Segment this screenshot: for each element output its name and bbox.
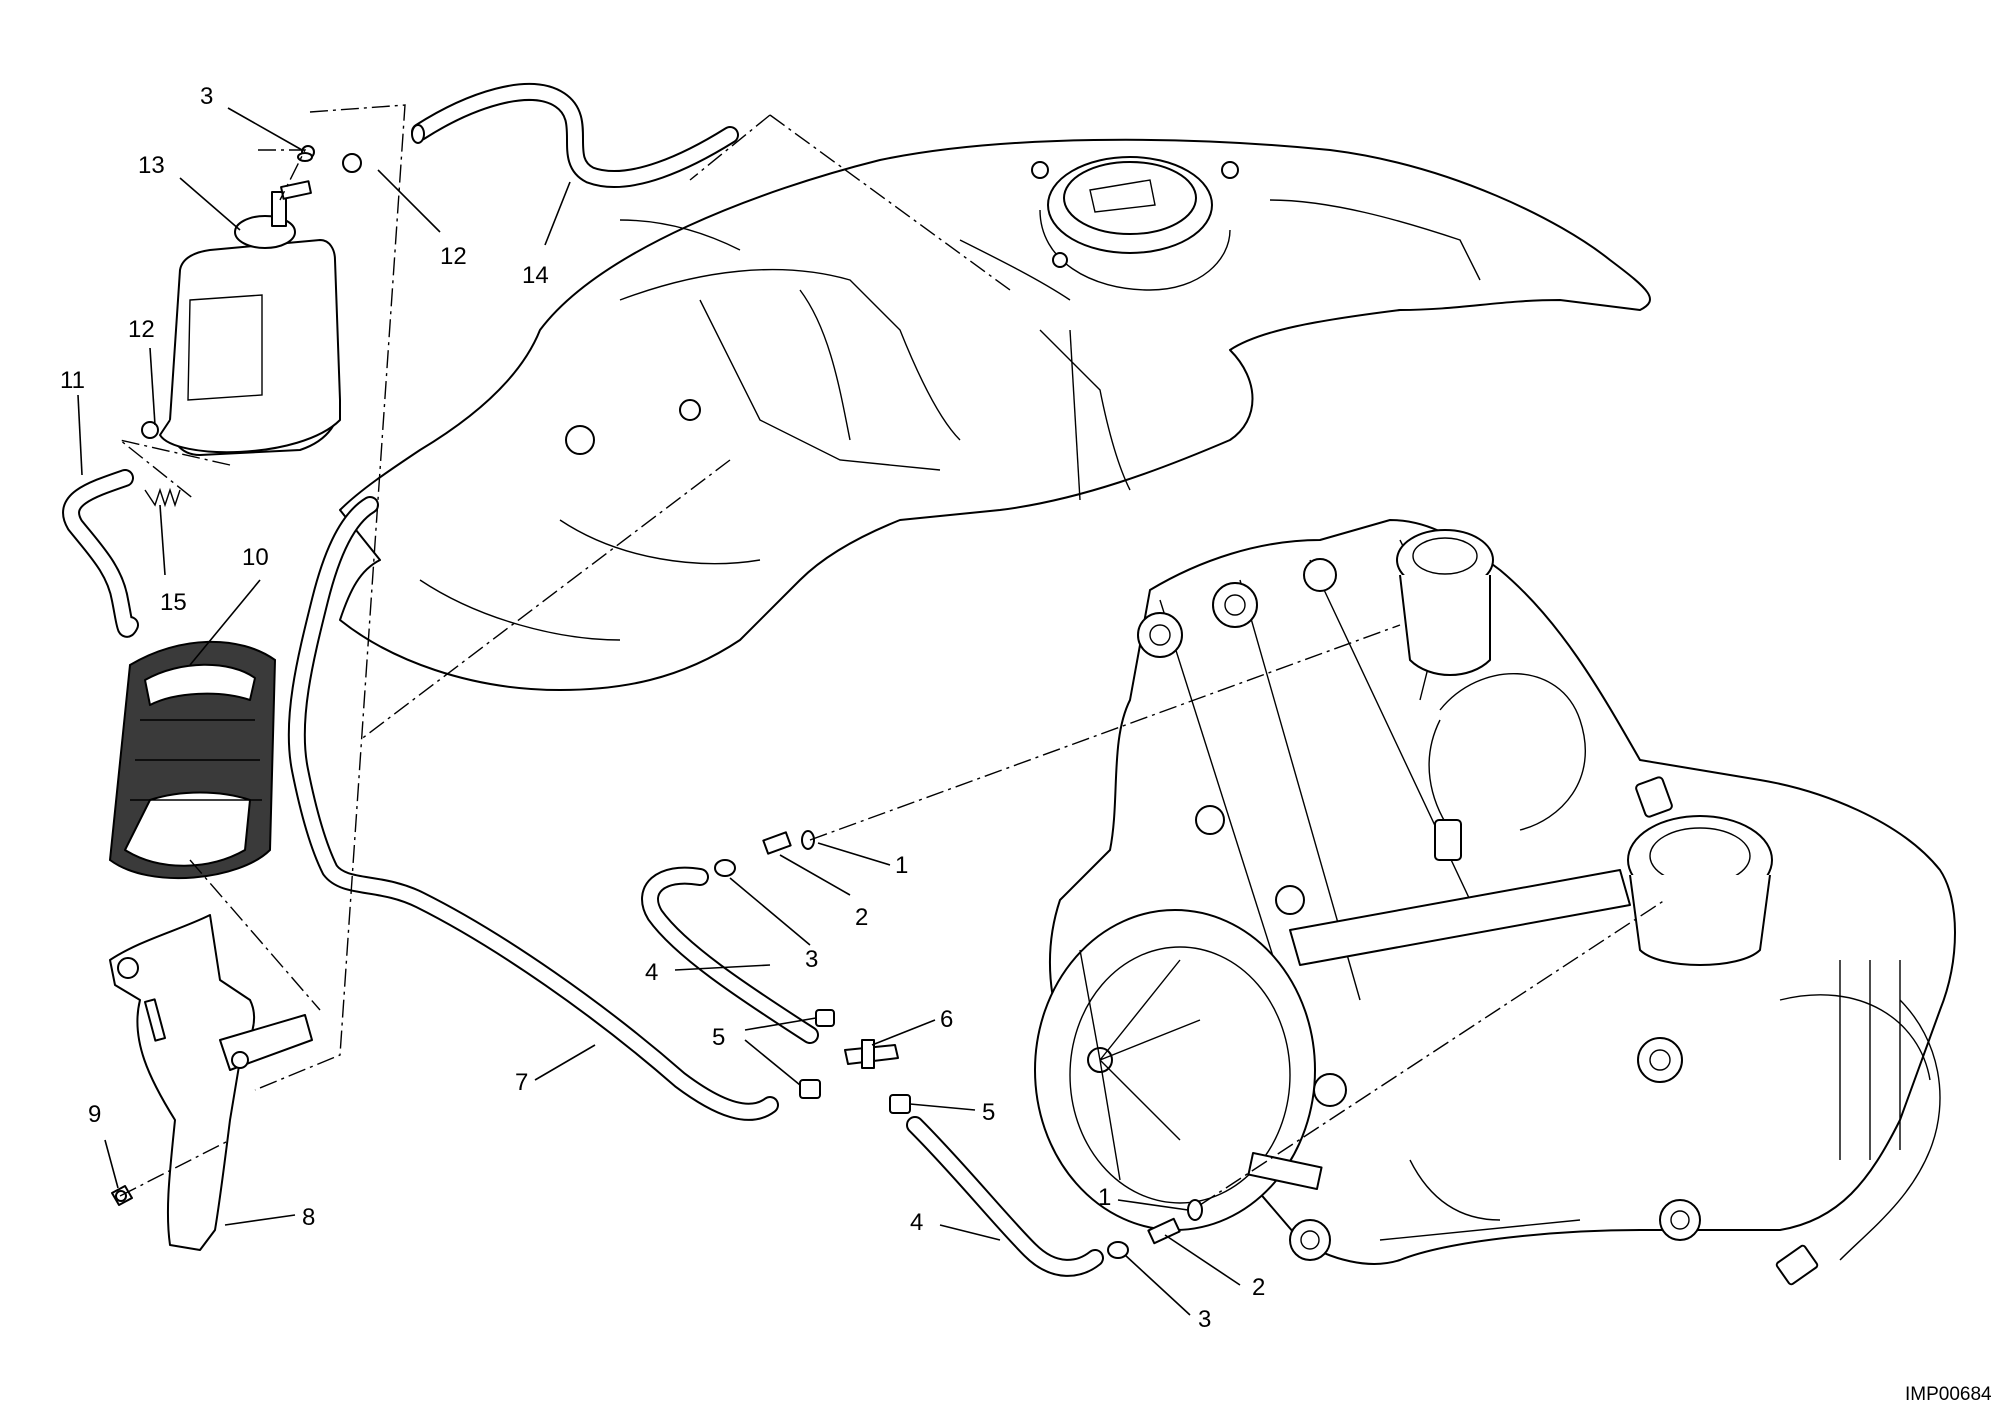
callout-14: 14	[522, 262, 549, 289]
hose-4-lower	[906, 1116, 1104, 1277]
mounting-bracket	[109, 914, 313, 1251]
hose-4-upper	[641, 866, 819, 1044]
callout-3: 3	[805, 946, 818, 973]
callout-7: 7	[515, 1069, 528, 1096]
callout-labels: 3 13 12 14 12 11 15 10 9 8 7 1 2 3 4 5 6…	[60, 83, 1265, 1333]
callout-6: 6	[940, 1006, 953, 1033]
assembly-guide-lines	[119, 104, 1666, 1206]
callout-1: 1	[1098, 1184, 1111, 1211]
callout-2: 2	[855, 904, 868, 931]
carbon-canister	[159, 145, 341, 456]
callout-2: 2	[1252, 1274, 1265, 1301]
rubber-boot	[108, 640, 277, 880]
hose-7	[287, 496, 779, 1121]
callout-9: 9	[88, 1101, 101, 1128]
callout-10: 10	[242, 544, 269, 571]
callout-12: 12	[128, 316, 155, 343]
callout-4: 4	[910, 1209, 923, 1236]
callout-8: 8	[302, 1204, 315, 1231]
hose-14	[411, 83, 739, 188]
callout-11: 11	[60, 367, 85, 394]
callout-leaders	[77, 107, 1241, 1316]
callout-13: 13	[138, 152, 165, 179]
engine-block	[1034, 519, 1956, 1286]
callout-3: 3	[1198, 1306, 1211, 1333]
callout-5: 5	[712, 1024, 725, 1051]
fuel-tank	[339, 138, 1651, 691]
callout-15: 15	[160, 589, 187, 616]
callout-3: 3	[200, 83, 213, 110]
callout-1: 1	[895, 852, 908, 879]
callout-5: 5	[982, 1099, 995, 1126]
hose-11	[62, 469, 139, 638]
callout-12: 12	[440, 243, 467, 270]
callout-4: 4	[645, 959, 658, 986]
diagram-reference-code: IMP00684	[1905, 1384, 1992, 1405]
small-fittings	[111, 152, 1203, 1259]
